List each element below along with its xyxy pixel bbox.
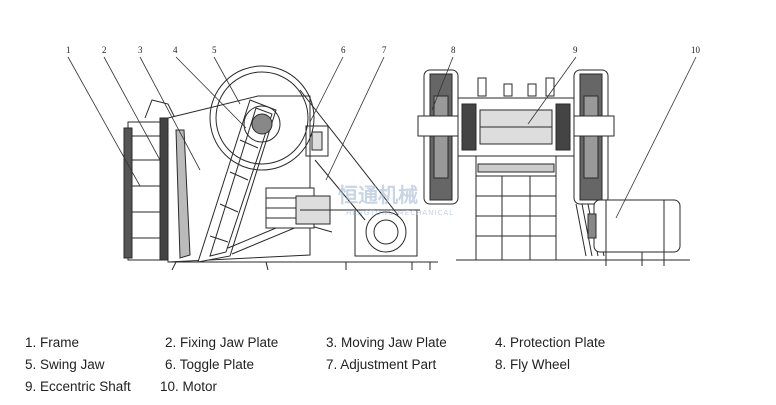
legend-item-eccentric-shaft: 9. Eccentric Shaft [25, 379, 131, 394]
legend: 1. Frame 2. Fixing Jaw Plate 3. Moving J… [0, 330, 776, 400]
legend-item-toggle-plate: 6. Toggle Plate [165, 357, 255, 372]
callout-6: 6 [341, 45, 346, 55]
legend-item-fixing-jaw-plate: 2. Fixing Jaw Plate [165, 335, 279, 350]
legend-item-fly-wheel: 8. Fly Wheel [495, 357, 571, 372]
callout-4: 4 [173, 45, 178, 55]
front-view [417, 69, 690, 266]
legend-item-moving-jaw-plate: 3. Moving Jaw Plate [326, 335, 447, 350]
callout-3: 3 [138, 45, 143, 55]
callout-7: 7 [382, 45, 387, 55]
watermark: 恒通机械 [338, 183, 418, 207]
legend-item-frame: 1. Frame [25, 335, 80, 350]
callout-8: 8 [451, 45, 456, 55]
callout-2: 2 [102, 45, 107, 55]
legend-item-adjustment-part: 7. Adjustment Part [326, 357, 437, 372]
jaw-crusher-diagram: 1 2 3 4 5 6 7 8 9 10 恒通机械 HENGTONG MECHA… [66, 45, 701, 271]
callout-10: 10 [691, 45, 701, 55]
leader-lines [67, 56, 697, 219]
callout-5: 5 [212, 45, 217, 55]
legend-item-motor: 10. Motor [160, 379, 218, 394]
legend-item-swing-jaw: 5. Swing Jaw [25, 357, 105, 372]
watermark-sub: HENGTONG MECHANICAL [346, 209, 454, 217]
side-view [123, 65, 438, 271]
callout-numbers: 1 2 3 4 5 6 7 8 9 10 [66, 45, 701, 55]
callout-1: 1 [66, 45, 71, 55]
legend-item-protection-plate: 4. Protection Plate [495, 335, 606, 350]
callout-9: 9 [573, 45, 578, 55]
